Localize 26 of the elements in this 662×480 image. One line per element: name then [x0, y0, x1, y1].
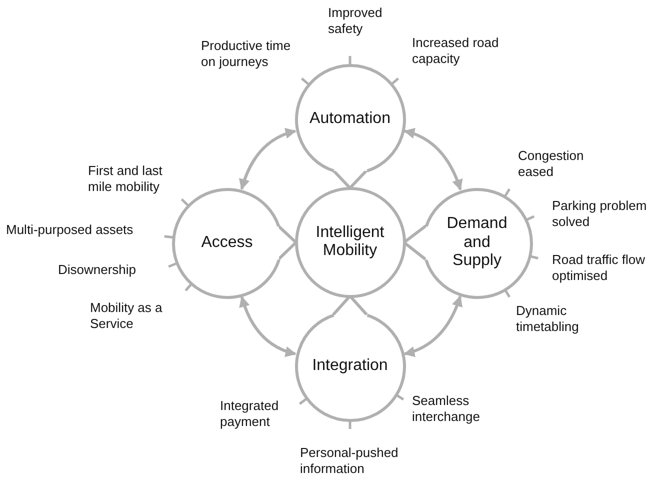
- benefit-label: Congestion eased: [518, 148, 585, 180]
- circle-label: Integration: [311, 356, 389, 376]
- double-arrow: [404, 128, 462, 191]
- circle-label: Demand and Supply: [446, 215, 508, 271]
- benefit-label: Dynamic timetabling: [516, 303, 580, 334]
- concept-circle: [294, 186, 406, 298]
- double-arrow: [239, 128, 296, 190]
- benefit-label: First and last mile mobility: [88, 163, 164, 194]
- benefit-label: Improved safety: [328, 5, 384, 36]
- connector-tail: [277, 224, 298, 260]
- circle-label: Intelligent Mobility: [314, 224, 386, 260]
- benefit-label: Productive time on journeys: [201, 38, 292, 70]
- circle-label: Automation: [308, 110, 392, 128]
- benefit-label: Parking problem solved: [552, 198, 648, 230]
- benefit-label: Increased road capacity: [412, 35, 500, 66]
- benefit-label: Integrated payment: [220, 398, 280, 430]
- benefit-label: Multi-purposed assets: [6, 222, 134, 238]
- benefit-label: Mobility as a Service: [90, 300, 164, 332]
- connector-tail: [332, 169, 368, 190]
- benefit-label: Disownership: [58, 262, 138, 278]
- circle-label: Access: [200, 234, 254, 252]
- double-arrow: [404, 295, 462, 357]
- benefit-label: Personal-pushed information: [300, 445, 400, 476]
- benefit-label: Road traffic flow optimised: [552, 252, 646, 284]
- benefit-label: Seamless interchange: [412, 393, 481, 424]
- double-arrow: [239, 296, 296, 357]
